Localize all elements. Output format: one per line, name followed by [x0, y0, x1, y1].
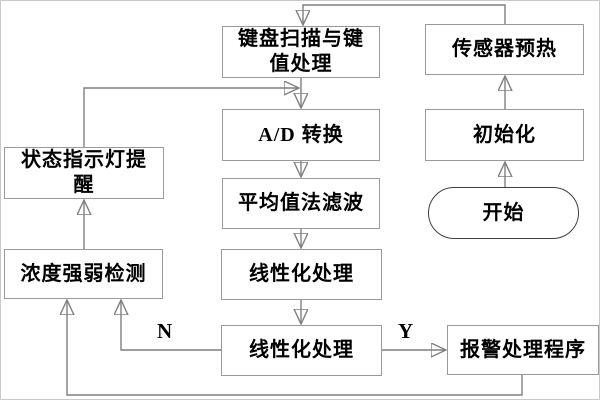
node-linearization-1: 线性化处理 — [221, 249, 382, 300]
node-ad-conversion-label: A/D 转换 — [258, 123, 344, 146]
node-keyboard-scan: 键盘扫描与键 值处理 — [222, 26, 380, 78]
edge-linearization-2-to-concentration-detect — [121, 300, 221, 351]
node-concentration-detect: 浓度强弱检测 — [4, 249, 163, 299]
node-status-light: 状态指示灯提 醒 — [4, 147, 164, 199]
node-initialization-label: 初始化 — [473, 123, 536, 146]
node-status-light-label: 状态指示灯提 醒 — [21, 149, 147, 196]
node-start-label: 开始 — [482, 201, 525, 224]
edge-sensor-preheat-to-keyboard-scan — [303, 4, 506, 25]
node-concentration-detect-label: 浓度强弱检测 — [20, 262, 147, 285]
node-initialization: 初始化 — [425, 109, 584, 161]
edge-label-n: N — [157, 319, 173, 343]
node-alarm-handler-label: 报警处理程序 — [460, 338, 586, 361]
edge-label-y: Y — [398, 319, 414, 343]
edge-alarm-handler-to-concentration-detect — [67, 300, 523, 396]
edge-status-light-to-ad-conversion — [83, 88, 299, 147]
node-linearization-2-label: 线性化处理 — [249, 339, 354, 361]
node-average-filter-label: 平均值法滤波 — [238, 192, 364, 214]
node-linearization-2: 线性化处理 — [221, 325, 382, 376]
node-alarm-handler: 报警处理程序 — [447, 325, 599, 375]
node-start: 开始 — [428, 187, 579, 239]
node-sensor-preheat-label: 传感器预热 — [452, 38, 557, 60]
node-linearization-1-label: 线性化处理 — [249, 263, 354, 285]
node-sensor-preheat: 传感器预热 — [425, 24, 584, 75]
node-ad-conversion: A/D 转换 — [222, 109, 380, 161]
node-keyboard-scan-label: 键盘扫描与键 值处理 — [238, 28, 364, 75]
node-average-filter: 平均值法滤波 — [222, 178, 380, 229]
